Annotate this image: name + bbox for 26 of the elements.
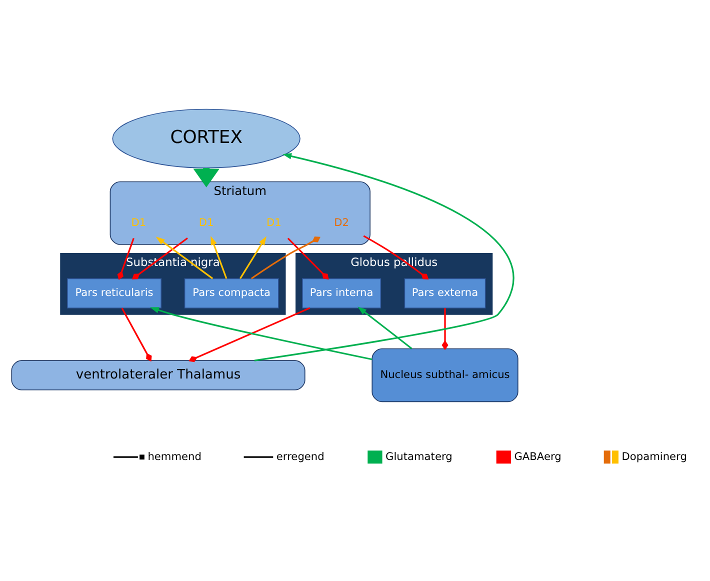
- legend-label: Dopaminerg: [622, 450, 687, 463]
- node-box: Nucleus subthal- amicus: [372, 348, 518, 402]
- connector: [442, 308, 448, 350]
- node-ellipse: CORTEX: [112, 108, 300, 168]
- legend-label: erregend: [276, 450, 324, 463]
- node-text: D1: [198, 217, 214, 230]
- node-box: ventrolateraler Thalamus: [11, 360, 306, 390]
- node-box: Pars externa: [404, 278, 486, 308]
- arrow: [358, 306, 412, 350]
- arrow: [240, 236, 266, 280]
- node-box: Pars compacta: [184, 278, 279, 308]
- node-box: Pars interna: [302, 278, 382, 308]
- node-text: D2: [334, 217, 350, 230]
- connector: [287, 238, 329, 280]
- connector: [250, 236, 320, 280]
- node-text: D1: [266, 217, 282, 230]
- arrow: [210, 236, 228, 279]
- arrow: [254, 153, 514, 362]
- connector: [188, 307, 310, 362]
- legend-label: Glutamaterg: [386, 450, 452, 463]
- node-text: D1: [131, 217, 146, 230]
- legend-label: GABAerg: [514, 450, 562, 463]
- node-box: Pars reticularis: [67, 278, 162, 308]
- connector: [121, 308, 152, 362]
- legend-label: hemmend: [148, 450, 202, 463]
- arrow: [150, 307, 372, 360]
